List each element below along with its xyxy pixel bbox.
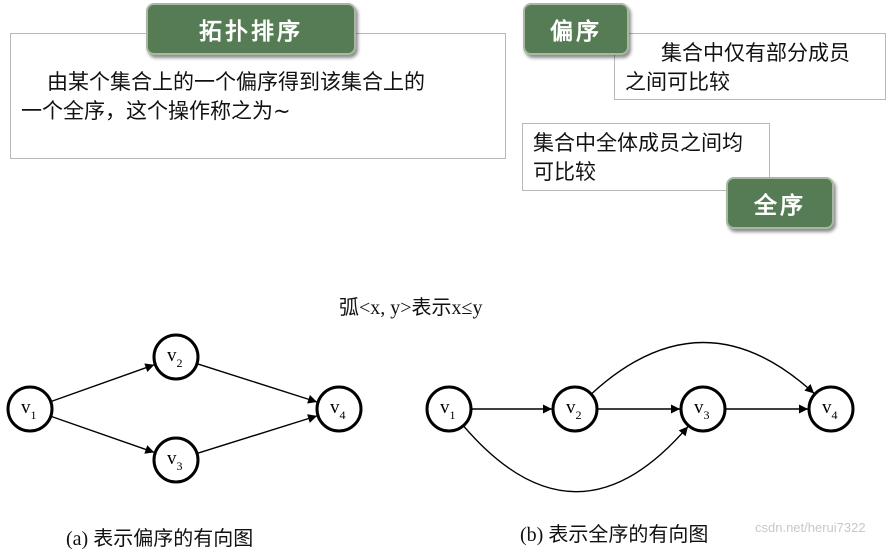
partial-order-line2: 之间可比较 [625,70,730,94]
graph-b-node-v4-label: v4 [822,397,838,422]
partial-order-line1: 集合中仅有部分成员 [661,41,850,65]
graph-b-node-v3: v3 [679,385,727,433]
graph-a-node-v2: v2 [152,333,200,381]
graph-a-node-v1-label: v1 [21,397,37,422]
total-order-line2: 可比较 [533,160,596,184]
graph-b-node-v4: v4 [807,385,855,433]
graph-b-node-v1-label: v1 [440,397,456,422]
graph-b-edge-v1-v3 [462,425,689,493]
topo-title-tag: 拓扑排序 [146,3,356,55]
graph-a-edge-v1-v3 [50,415,155,454]
graph-b-node-v1: v1 [425,385,473,433]
total-order-line1: 集合中全体成员之间均 [533,131,743,155]
graph-a-node-v1: v1 [6,385,54,433]
graph-b-node-v2-label: v2 [566,397,582,422]
graph-a-node-v3-label: v3 [167,448,183,473]
graph-b-edge-v2-v4 [590,341,815,395]
graph-b-total-order: v1 v2 v3 v4 [425,341,855,493]
total-order-box: 集合中全体成员之间均 可比较 [522,123,770,191]
arc-note: 弧<x, y>表示x≤y [339,297,483,319]
topo-definition-line1: 由某个集合上的一个偏序得到该集合上的 [47,70,425,94]
graph-a-edge-v2-v4 [196,363,318,404]
graph-b-node-v3-label: v3 [694,397,710,422]
graph-a-node-v4: v4 [315,385,363,433]
watermark: csdn.net/herui7322 [755,520,866,535]
graph-a-node-v2-label: v2 [167,345,183,370]
partial-order-box: 集合中仅有部分成员 之间可比较 [614,33,886,100]
graph-a-node-v3: v3 [152,436,200,484]
graph-b-caption: (b) 表示全序的有向图 [520,524,709,546]
topo-definition-line2: 一个全序，这个操作称之为~ [21,99,291,123]
partial-order-tag: 偏序 [523,3,629,55]
graph-b-node-v2: v2 [551,385,599,433]
total-order-tag: 全序 [726,177,834,229]
graph-a-edge-v1-v2 [50,363,155,403]
graph-a-node-v4-label: v4 [330,397,346,422]
graph-a-caption: (a) 表示偏序的有向图 [66,528,254,550]
graph-a-edge-v3-v4 [196,414,318,455]
graph-a-partial-order: v1 v2 v3 v4 [6,333,363,484]
